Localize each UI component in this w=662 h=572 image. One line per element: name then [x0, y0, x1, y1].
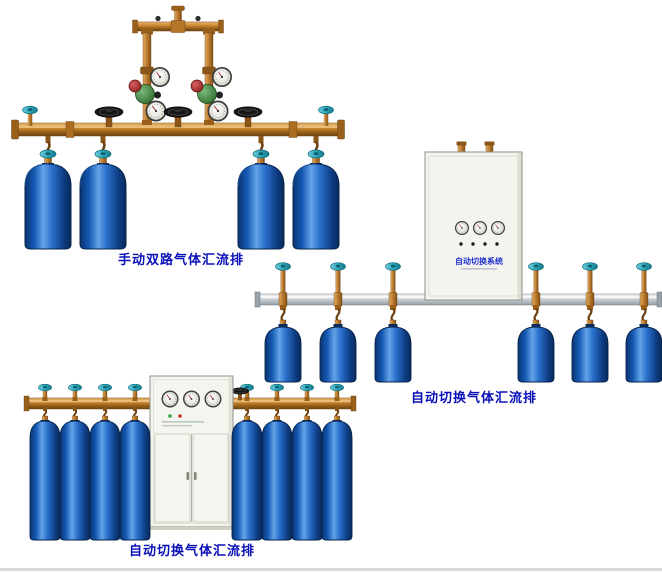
pipe-union	[639, 292, 649, 307]
indicator-light	[178, 414, 182, 418]
pipe-union	[278, 292, 288, 307]
indicator-light	[459, 242, 463, 246]
gas-cylinder	[29, 415, 61, 541]
page-edge-divider	[0, 568, 662, 571]
gas-cylinder	[79, 149, 127, 250]
indicator-light	[168, 414, 172, 418]
gas-cylinder	[24, 149, 72, 250]
pipe-flange	[350, 395, 357, 412]
gas-cylinder	[374, 319, 412, 383]
gas-cylinder	[571, 319, 609, 383]
shutoff-valve-handwheel	[22, 105, 38, 115]
station-valve-handwheel	[385, 262, 401, 271]
station-valve-handwheel	[97, 383, 113, 392]
gas-cylinder	[517, 319, 555, 383]
mini-valve-knob	[195, 15, 201, 22]
pipe-flange	[337, 119, 345, 140]
station-valve-handwheel	[330, 262, 346, 271]
station-valve-handwheel	[329, 383, 345, 392]
pipe-union	[333, 292, 343, 307]
gas-cylinder	[119, 415, 151, 541]
station-valve-handwheel	[269, 383, 285, 392]
station-valve-handwheel	[67, 383, 83, 392]
cabinet-door	[192, 433, 229, 523]
pipe-end-cap	[254, 291, 261, 308]
door-handle	[194, 472, 197, 480]
pipe-union	[288, 121, 298, 138]
pressure-gauge	[161, 390, 179, 408]
shutoff-valve-handwheel	[318, 105, 334, 115]
manual-dual-manifold-illustration	[11, 5, 345, 250]
indicator-light	[483, 242, 487, 246]
gas-cylinder	[291, 415, 323, 541]
gas-cylinder	[89, 415, 121, 541]
auto-switch-wall-manifold-illustration: 自动切换系统	[254, 141, 662, 383]
gas-cylinder	[231, 415, 263, 541]
pipe-end-cap	[656, 291, 662, 308]
caption-manual-dual-manifold: 手动双路气体汇流排	[117, 253, 244, 268]
auto-switch-control-cabinet: 自动切换系统	[424, 141, 523, 301]
pressure-gauge	[454, 220, 470, 236]
caption-auto-switch-wall-manifold: 自动切换气体汇流排	[410, 391, 537, 406]
station-valve-handwheel	[37, 383, 53, 392]
pressure-gauge	[204, 390, 222, 408]
pigtail-hose	[280, 308, 286, 322]
cabinet-label: 自动切换系统	[455, 256, 503, 266]
top-outlet-fitting	[171, 5, 185, 11]
gas-cylinder	[237, 149, 285, 250]
pigtail-hose	[335, 308, 341, 322]
gas-cylinder	[319, 319, 357, 383]
pipe-union	[585, 292, 595, 307]
gas-cylinder	[59, 415, 91, 541]
station-valve-handwheel	[299, 383, 315, 392]
gas-cylinder	[625, 319, 662, 383]
pigtail-hose	[641, 308, 647, 322]
gas-cylinder	[321, 415, 353, 541]
pigtail-hose	[587, 308, 593, 322]
caption-auto-switch-floor-manifold: 自动切换气体汇流排	[128, 544, 255, 559]
gas-cylinder	[264, 319, 302, 383]
door-handle	[186, 472, 190, 480]
cabinet-door	[154, 433, 191, 523]
pipe-flange	[23, 395, 30, 412]
station-valve-handwheel	[127, 383, 143, 392]
indicator-light	[495, 242, 499, 246]
pigtail-hose	[533, 308, 539, 322]
indicator-light	[471, 242, 475, 246]
station-valve-handwheel	[528, 262, 544, 271]
pipe-union	[388, 292, 398, 307]
control-cabinet	[149, 375, 234, 530]
mini-valve-knob	[155, 15, 161, 22]
auto-switch-floor-manifold-illustration	[23, 375, 357, 541]
pressure-gauge	[490, 220, 506, 236]
station-valve-handwheel	[275, 262, 291, 271]
pigtail-hose	[390, 308, 396, 322]
gas-cylinder	[292, 149, 340, 250]
pressure-gauge	[472, 220, 488, 236]
pipe-union	[65, 121, 75, 138]
pipe-flange	[11, 119, 19, 140]
gas-cylinder	[261, 415, 293, 541]
pressure-gauge	[182, 390, 201, 408]
station-valve-handwheel	[582, 262, 598, 271]
pipe-union	[531, 292, 541, 307]
top-tee-fitting	[170, 20, 186, 33]
station-valve-handwheel	[636, 262, 652, 271]
